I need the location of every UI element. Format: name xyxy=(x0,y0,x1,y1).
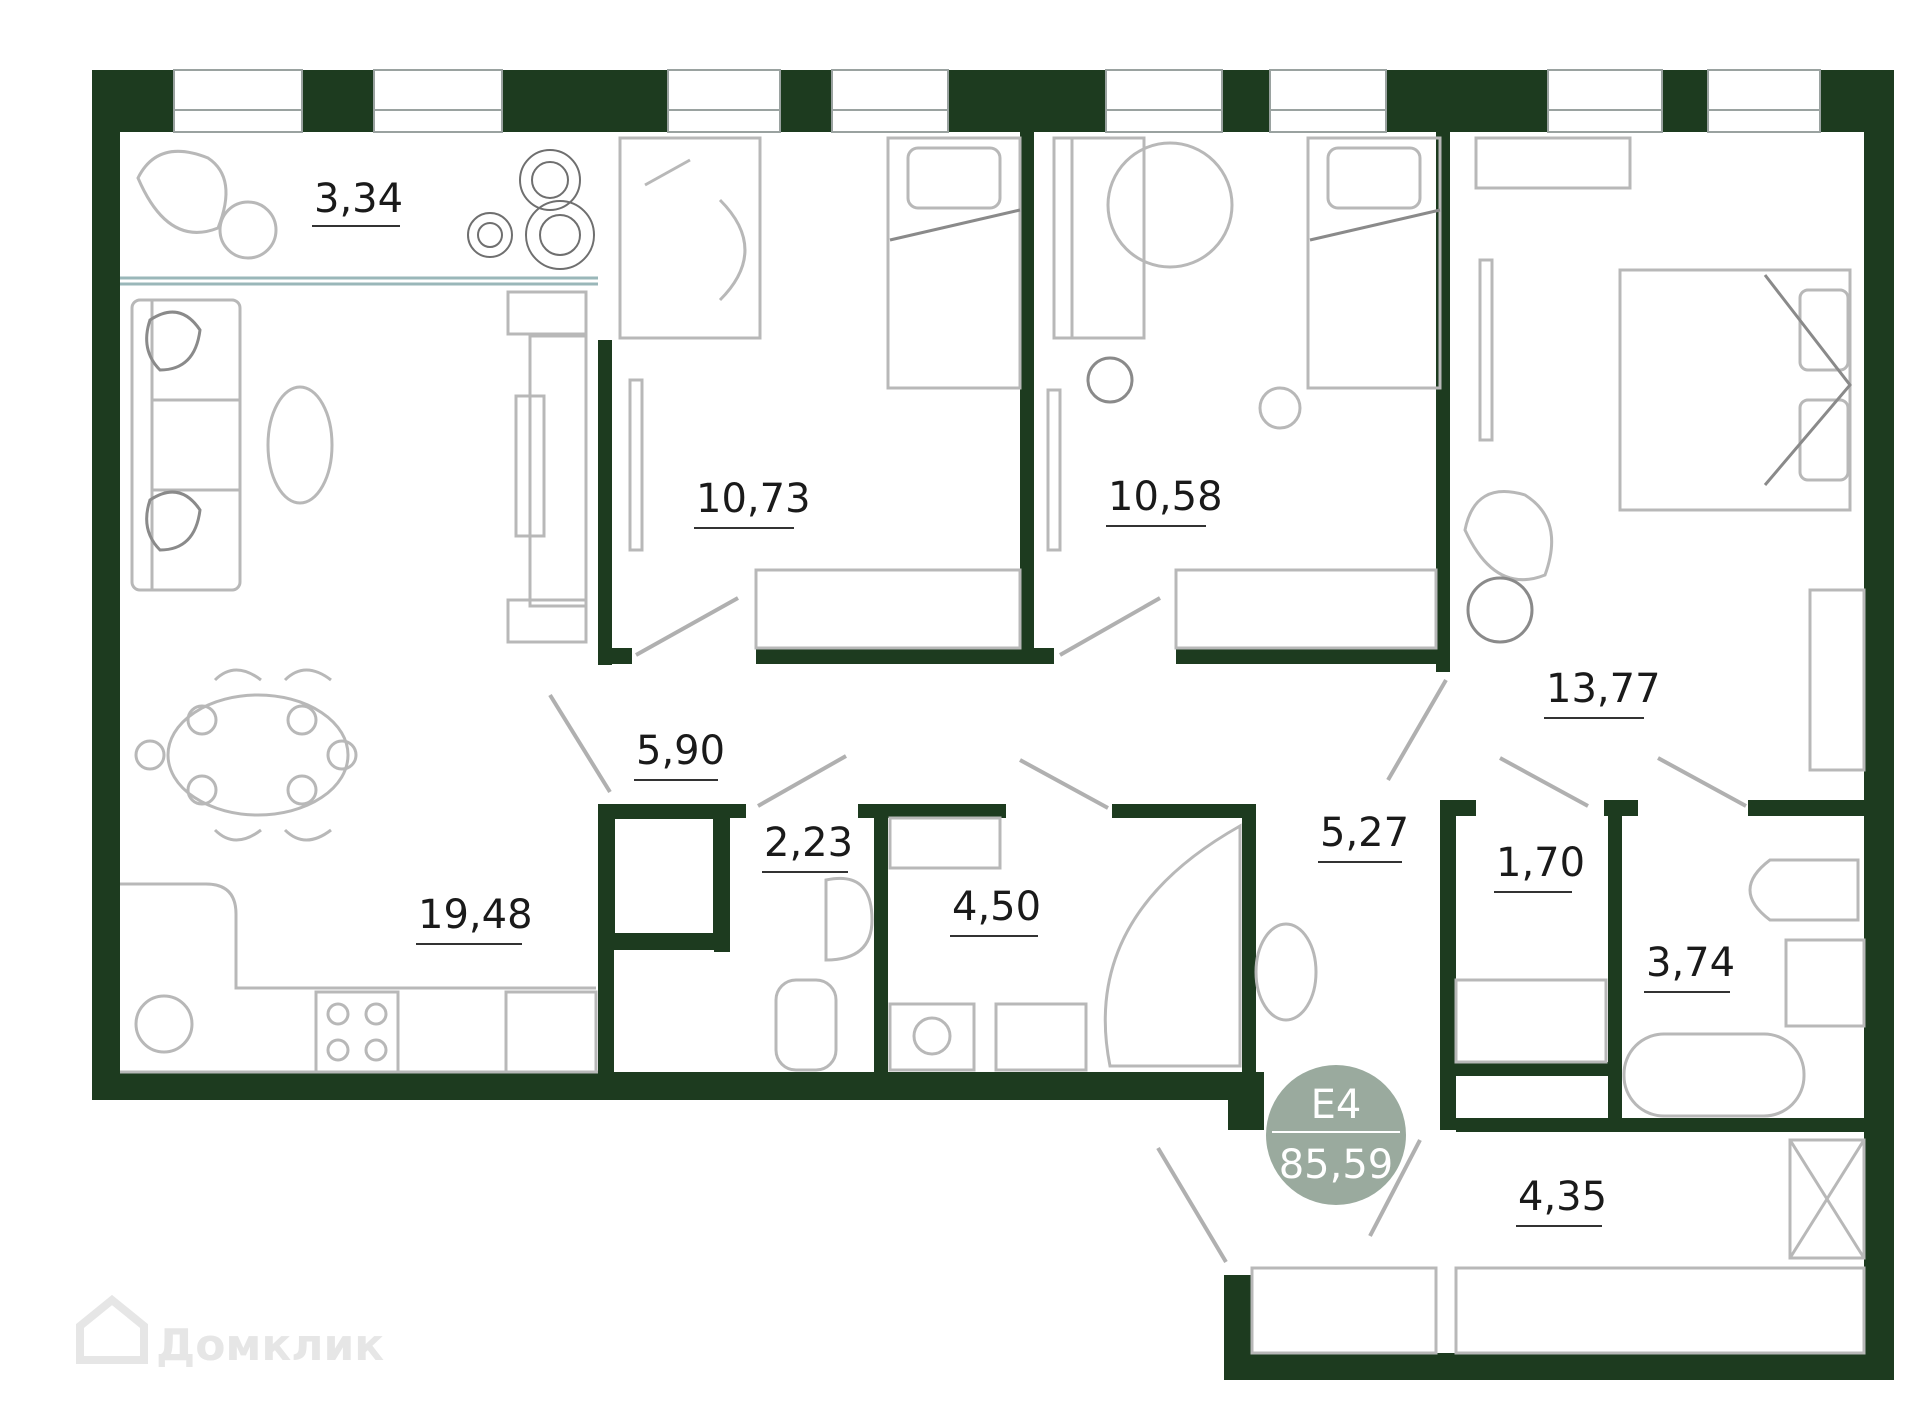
dining-table-icon xyxy=(134,668,358,842)
watermark-text: Домклик xyxy=(156,1320,384,1371)
shaft-icon xyxy=(613,817,715,935)
sofa-icon xyxy=(130,298,242,592)
shelf-icon xyxy=(888,816,1002,870)
round-rug-icon xyxy=(1466,576,1534,644)
mirror-icon-2 xyxy=(1046,388,1062,552)
sink-icon-3 xyxy=(1784,938,1866,1028)
coffee-table-icon xyxy=(266,385,334,505)
apartment-badge: Е4 85,59 xyxy=(1266,1065,1406,1205)
pouf-icon xyxy=(1254,922,1318,1022)
room-label-kitchen-living: 19,48 xyxy=(416,892,533,945)
room-label-master-bedroom: 13,77 xyxy=(1544,666,1661,719)
ball-icon xyxy=(1258,386,1302,430)
entrance-wardrobe-icon-2 xyxy=(1454,1266,1866,1355)
armchair-icon xyxy=(136,149,228,234)
closet-shelf-icon xyxy=(1454,978,1608,1064)
balcony-glazing xyxy=(120,276,598,286)
washer-drum-icon xyxy=(912,1016,952,1056)
toilet-icon-2 xyxy=(1748,858,1860,922)
room-label-entrance: 4,35 xyxy=(1516,1174,1607,1227)
room-area: 5,27 xyxy=(1320,810,1409,856)
desk-icon-2 xyxy=(1474,136,1632,190)
room-area: 4,35 xyxy=(1518,1174,1607,1220)
doors xyxy=(548,596,1747,1264)
room-label-bathroom: 4,50 xyxy=(950,884,1041,937)
sink-icon-2 xyxy=(994,1002,1088,1072)
kitchen-counter-icon xyxy=(120,882,598,1074)
tv-unit-icon xyxy=(506,290,588,644)
room-area: 1,70 xyxy=(1496,840,1585,886)
bathtub-icon-2 xyxy=(1622,1032,1806,1118)
room-area: 3,74 xyxy=(1646,940,1735,986)
washing-machine-icon xyxy=(888,1002,976,1072)
entrance-wardrobe-icon xyxy=(1250,1266,1438,1355)
room-label-bathroom-small: 2,23 xyxy=(762,820,853,873)
sink-icon xyxy=(824,876,874,962)
room-area: 3,34 xyxy=(314,176,403,222)
teddy-bear-icon xyxy=(1086,356,1134,404)
wardrobe-icon xyxy=(754,568,1022,650)
room-area: 10,73 xyxy=(696,476,811,522)
armchair-icon-2 xyxy=(1463,490,1554,582)
bed-icon-2 xyxy=(1306,136,1442,390)
windows xyxy=(173,69,1821,133)
furniture xyxy=(120,136,1866,1355)
room-label-bedroom-2: 10,58 xyxy=(1106,474,1223,527)
room-label-hall-1: 5,90 xyxy=(634,728,725,781)
room-label-hall-2: 5,27 xyxy=(1318,810,1409,863)
room-area: 2,23 xyxy=(764,820,853,866)
toilet-icon xyxy=(774,978,838,1072)
mirror-icon xyxy=(628,378,644,552)
room-label-bedroom-1: 10,73 xyxy=(694,476,811,529)
room-area: 4,50 xyxy=(952,884,1041,930)
house-logo-icon xyxy=(76,1294,148,1364)
side-table-icon xyxy=(218,200,278,260)
wardrobe-icon-2 xyxy=(1174,568,1438,650)
walls xyxy=(92,70,1894,1380)
bathtub-icon xyxy=(1103,823,1242,1068)
mirror-icon-3 xyxy=(1478,258,1494,442)
double-bed-icon xyxy=(1618,268,1852,512)
room-label-balcony: 3,34 xyxy=(312,176,403,227)
room-label-closet: 1,70 xyxy=(1494,840,1585,893)
room-area: 5,90 xyxy=(636,728,725,774)
room-label-bathroom-master: 3,74 xyxy=(1644,940,1735,993)
room-area: 13,77 xyxy=(1546,666,1661,712)
apartment-code: Е4 xyxy=(1311,1082,1362,1128)
kids-sofa-icon xyxy=(1052,136,1234,340)
plant-icon xyxy=(467,149,595,270)
cabinet-icon xyxy=(1788,1138,1866,1260)
room-area: 10,58 xyxy=(1108,474,1223,520)
room-labels: 3,34 10,73 10,58 5,90 13,77 19,48 2,23 xyxy=(312,176,1735,1227)
total-area: 85,59 xyxy=(1279,1142,1394,1188)
watermark: Домклик xyxy=(76,1294,384,1371)
desk-icon xyxy=(618,136,762,340)
bed-icon xyxy=(886,136,1022,390)
room-area: 19,48 xyxy=(418,892,533,938)
wardrobe-icon-3 xyxy=(1808,588,1866,772)
